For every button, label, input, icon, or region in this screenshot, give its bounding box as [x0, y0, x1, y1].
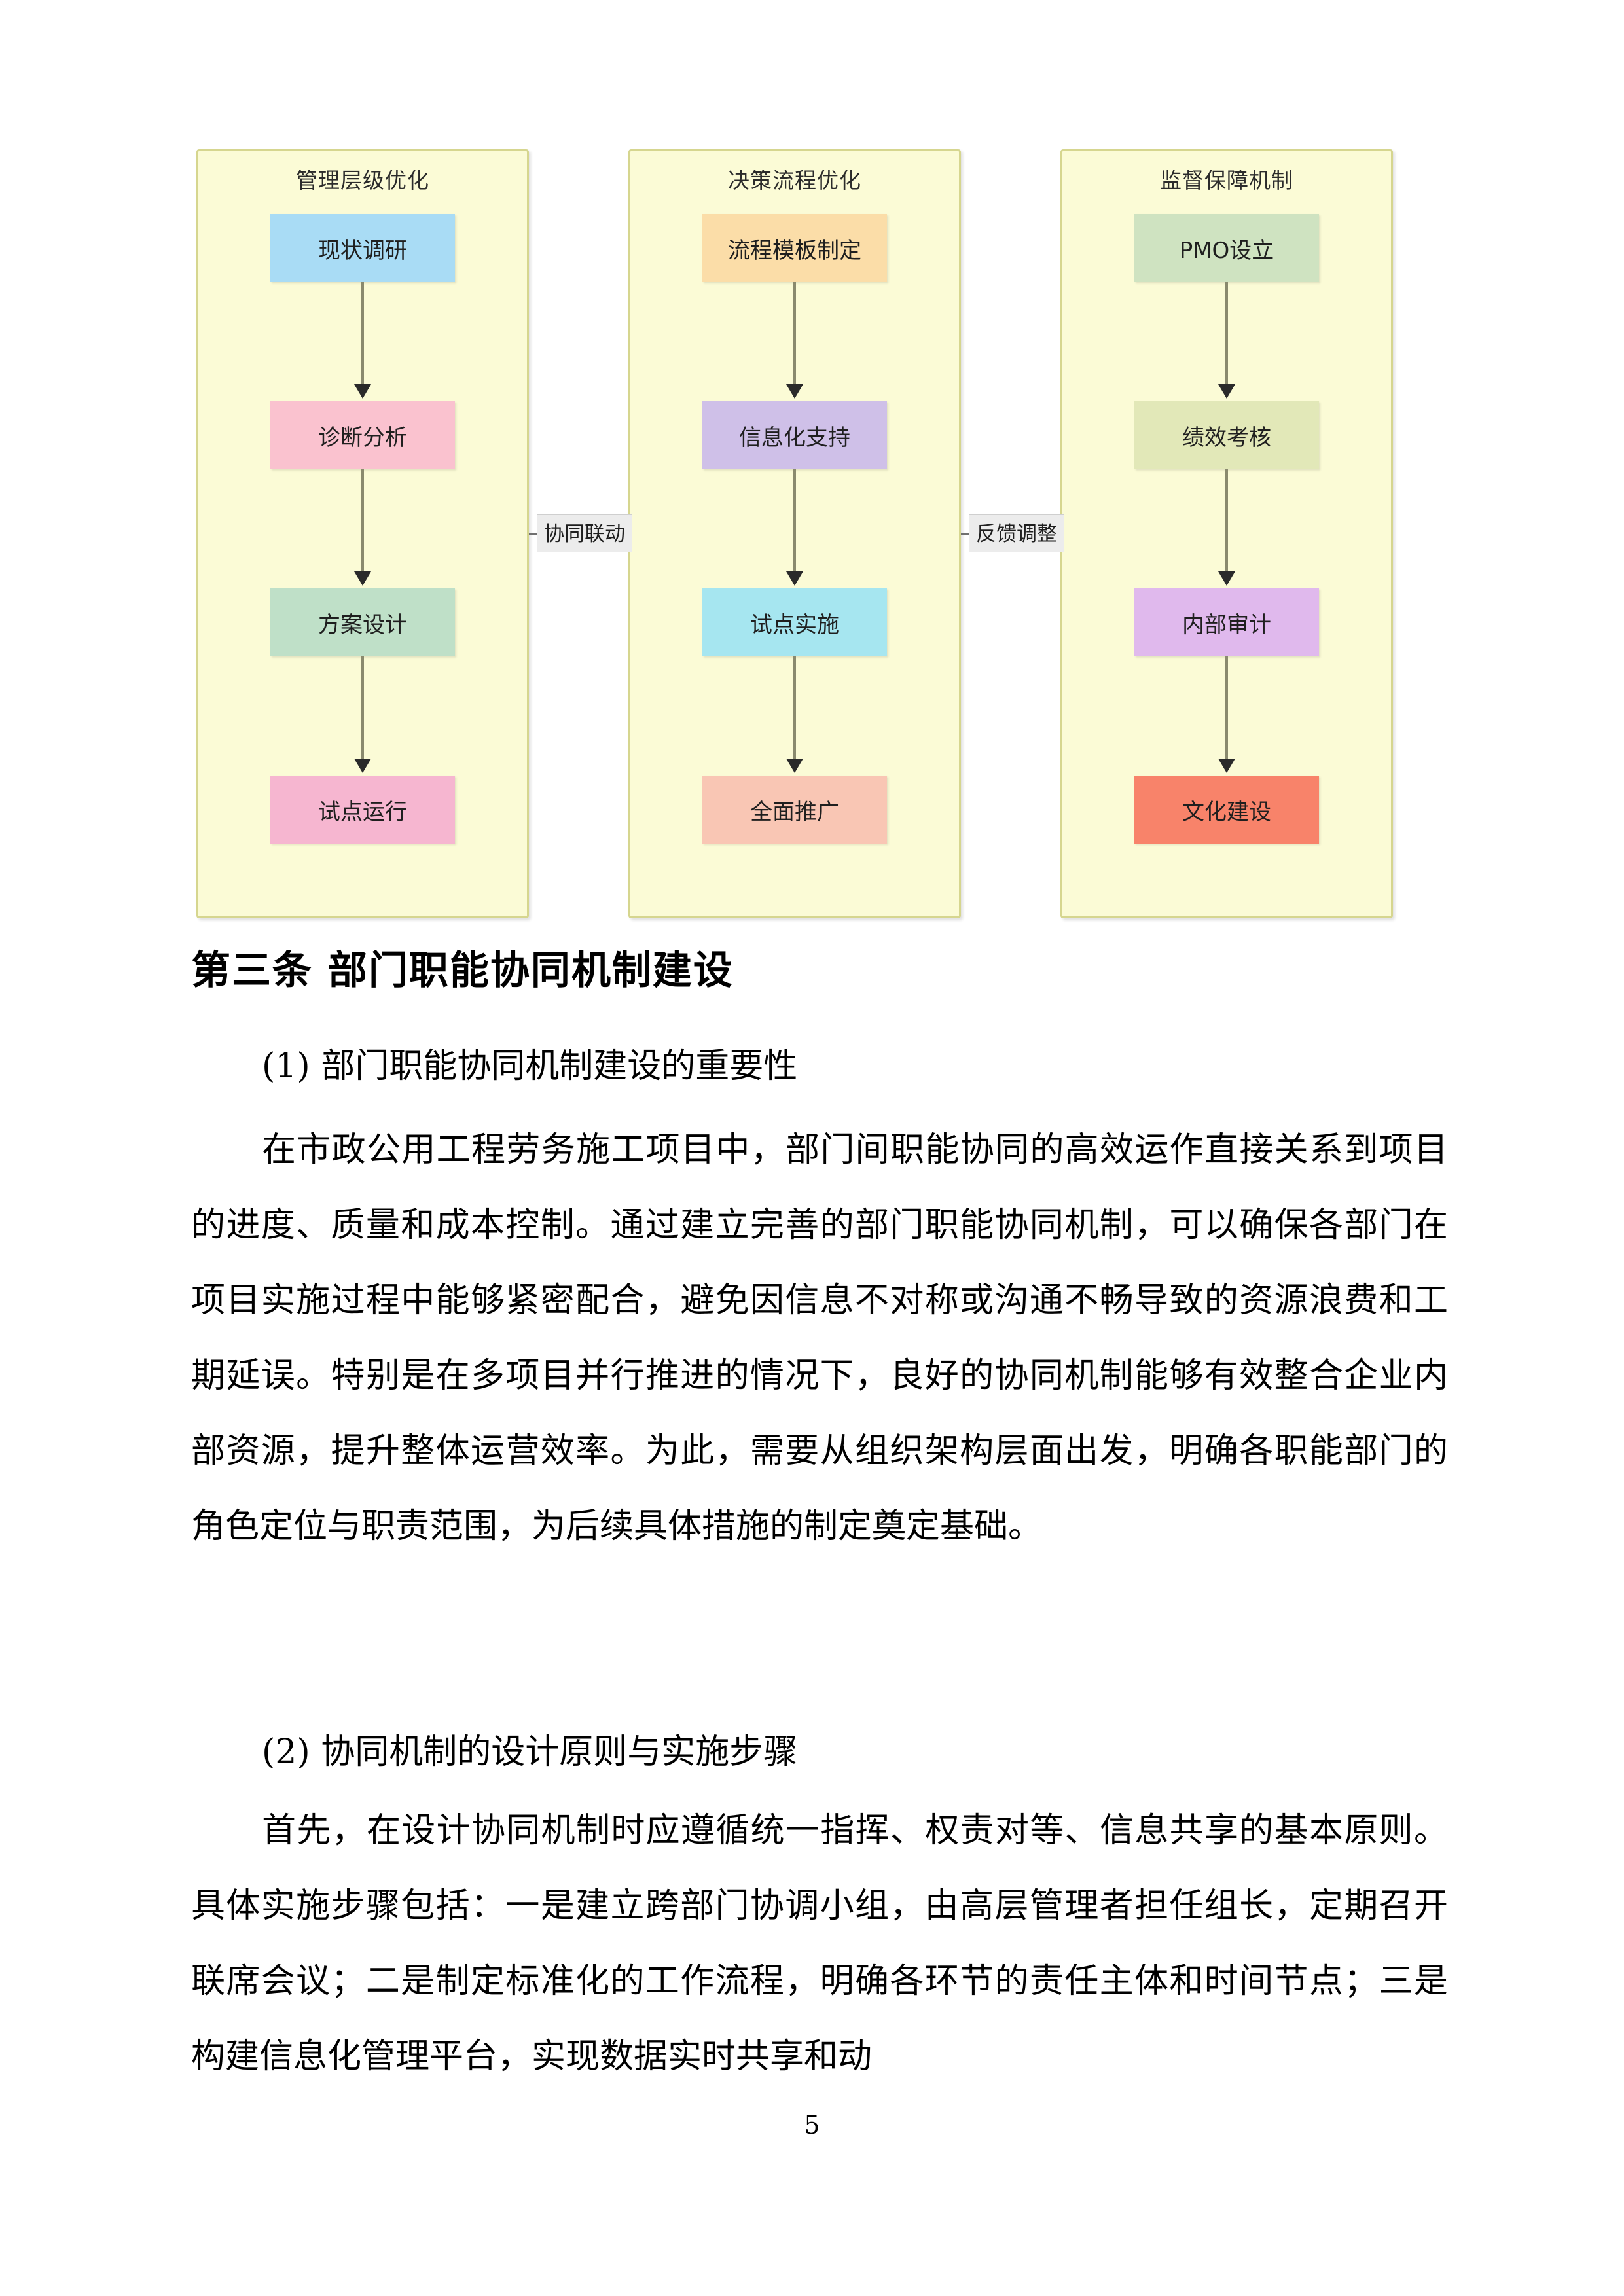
swimlane-title: 决策流程优化	[728, 168, 861, 193]
arrow-down-icon	[786, 571, 803, 586]
connector-line	[793, 469, 796, 574]
swimlane-decision-process: 决策流程优化 流程模板制定 信息化支持 试点实施 全面推广	[628, 149, 961, 918]
swimlane-title: 管理层级优化	[296, 168, 429, 193]
arrow-down-icon	[786, 384, 803, 399]
article-heading: 第三条 部门职能协同机制建设	[191, 948, 734, 994]
process-node: PMO设立	[1134, 214, 1319, 282]
paragraph-2: 首先，在设计协同机制时应遵循统一指挥、权责对等、信息共享的基本原则。具体实施步骤…	[191, 1811, 1448, 2076]
arrow-down-icon	[354, 759, 371, 773]
process-flow-diagram: 管理层级优化 现状调研 诊断分析 方案设计 试点运行 决策流程优化	[196, 149, 1420, 918]
process-node-label: 试点运行	[318, 798, 407, 825]
connector-line	[1225, 282, 1228, 387]
paragraph-1: 在市政公用工程劳务施工项目中，部门间职能协同的高效运作直接关系到项目的进度、质量…	[191, 1130, 1448, 1546]
arrow-down-icon	[786, 759, 803, 773]
process-node-label: 现状调研	[318, 237, 407, 264]
process-node-label: 绩效考核	[1182, 424, 1271, 451]
process-node-label: PMO设立	[1179, 237, 1274, 264]
process-node: 全面推广	[702, 776, 887, 844]
arrow-down-icon	[354, 384, 371, 399]
process-node: 流程模板制定	[702, 214, 887, 282]
connector-line	[1225, 656, 1228, 761]
process-node-label: 流程模板制定	[728, 237, 861, 264]
connector-line	[361, 469, 364, 574]
lane-connector-label: 反馈调整	[969, 514, 1064, 552]
swimlane-management-level: 管理层级优化 现状调研 诊断分析 方案设计 试点运行	[196, 149, 529, 918]
process-node-label: 全面推广	[750, 798, 839, 825]
process-node-label: 诊断分析	[318, 424, 407, 451]
swimlane-supervision-mechanism: 监督保障机制 PMO设立 绩效考核 内部审计 文化建设	[1060, 149, 1393, 918]
arrow-down-icon	[1218, 759, 1235, 773]
process-node-label: 文化建设	[1182, 798, 1271, 825]
connector-line	[793, 656, 796, 761]
process-node-label: 方案设计	[318, 611, 407, 638]
arrow-down-icon	[354, 571, 371, 586]
process-node: 信息化支持	[702, 401, 887, 469]
process-node: 方案设计	[270, 588, 455, 656]
connector-line	[361, 656, 364, 761]
subsection-heading-2: (2) 协同机制的设计原则与实施步骤	[262, 1732, 798, 1772]
lane-connector-label: 协同联动	[537, 514, 632, 552]
subsection-heading-1: (1) 部门职能协同机制建设的重要性	[262, 1047, 798, 1086]
process-node: 内部审计	[1134, 588, 1319, 656]
process-node: 现状调研	[270, 214, 455, 282]
process-node-label: 试点实施	[750, 611, 839, 638]
connector-line	[1225, 469, 1228, 574]
arrow-down-icon	[1218, 384, 1235, 399]
process-node: 文化建设	[1134, 776, 1319, 844]
process-node: 绩效考核	[1134, 401, 1319, 469]
page-number: 5	[804, 2111, 820, 2140]
process-node-label: 内部审计	[1182, 611, 1271, 638]
process-node: 试点运行	[270, 776, 455, 844]
connector-line	[361, 282, 364, 387]
process-node: 诊断分析	[270, 401, 455, 469]
arrow-down-icon	[1218, 571, 1235, 586]
process-node-label: 信息化支持	[739, 424, 850, 451]
connector-line	[793, 282, 796, 387]
swimlane-title: 监督保障机制	[1160, 168, 1293, 193]
process-node: 试点实施	[702, 588, 887, 656]
